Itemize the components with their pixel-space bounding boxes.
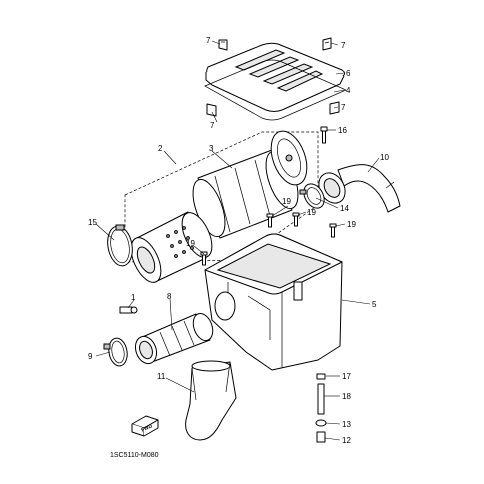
callout-13: 13 [342, 420, 351, 429]
sensor-plug-part-1 [119, 306, 138, 314]
callout-7-lower-left: 7 [210, 121, 215, 130]
callout-19-left: 19 [186, 239, 195, 248]
duct-joint-and-clamp-part-14 [299, 172, 346, 209]
screw-part-19-left [200, 251, 208, 266]
callout-9: 9 [88, 352, 93, 361]
forward-direction-mark [131, 415, 159, 437]
callout-18: 18 [342, 392, 351, 401]
screw-part-19-right [329, 223, 337, 238]
drain-tube-part-11 [185, 360, 237, 441]
band-clamp-part-15 [107, 224, 133, 267]
callout-8: 8 [167, 292, 172, 301]
callout-19-mid: 19 [307, 208, 316, 217]
callout-7-top-right: 7 [341, 41, 346, 50]
callout-14: 14 [340, 204, 349, 213]
clip-part-7-top-right [322, 37, 332, 51]
forward-mark-label: FWD [140, 423, 153, 433]
callout-11: 11 [157, 372, 166, 381]
callout-19-top: 19 [282, 197, 291, 206]
callout-leader-lines [95, 40, 380, 441]
clip-part-7-top-left [218, 39, 228, 51]
callout-7-top-left: 7 [206, 36, 211, 45]
clip-part-7-lower-left [206, 103, 217, 117]
callout-16: 16 [338, 126, 347, 135]
diagram-reference-code: 1SC5110-M080 [110, 452, 159, 459]
cover-seal-part-4 [204, 59, 347, 121]
callout-12: 12 [342, 436, 351, 445]
air-box-cover-part-6 [205, 42, 346, 112]
callout-3: 3 [209, 144, 214, 153]
callout-5: 5 [372, 300, 377, 309]
bolt-part-16 [320, 126, 328, 144]
callout-7-lower-right: 7 [341, 103, 346, 112]
callout-2: 2 [158, 144, 163, 153]
callout-19-right: 19 [347, 220, 356, 229]
air-box-case-part-5 [204, 233, 343, 371]
callout-1: 1 [131, 293, 136, 302]
clip-part-13 [315, 419, 327, 427]
callout-10: 10 [380, 153, 389, 162]
carburetor-joint-part-8 [134, 312, 214, 365]
drain-hose-part-18 [317, 383, 325, 415]
hose-clamp-part-9 [103, 337, 128, 367]
callout-4: 4 [346, 86, 351, 95]
filter-end-cap [270, 130, 308, 186]
plug-part-12 [316, 431, 326, 443]
callout-17: 17 [342, 372, 351, 381]
intake-duct-part-10 [337, 164, 401, 213]
callout-15: 15 [88, 218, 97, 227]
drain-cap-part-17 [316, 373, 326, 380]
filter-holder-cage [130, 211, 213, 283]
callout-6: 6 [346, 69, 351, 78]
